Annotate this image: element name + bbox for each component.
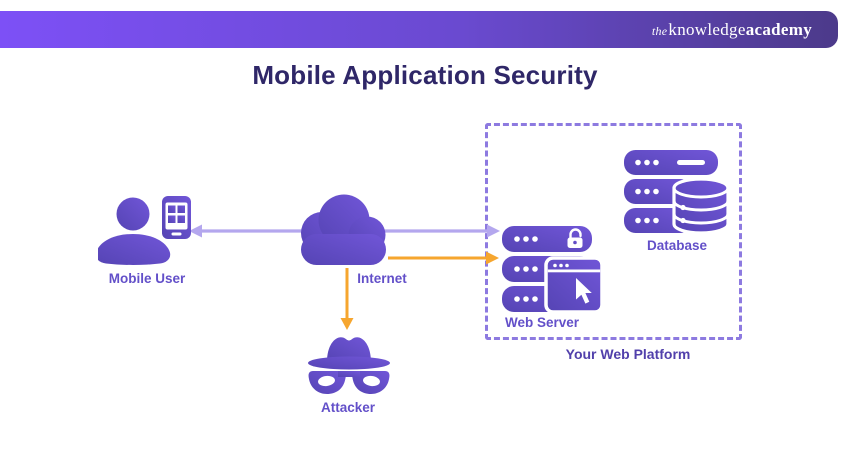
logo-knowledge-text: knowledge xyxy=(668,19,746,39)
database-label: Database xyxy=(646,238,708,253)
your-web-platform-label: Your Web Platform xyxy=(565,346,691,362)
database-cylinder-icon xyxy=(672,177,730,235)
internet-label: Internet xyxy=(357,271,407,286)
page-title: Mobile Application Security xyxy=(252,60,598,90)
spy-mask-icon xyxy=(308,371,390,394)
web-server-icon xyxy=(502,226,604,314)
web-server-label: Web Server xyxy=(504,315,580,330)
person-icon xyxy=(98,197,171,265)
arrow-internet-attacker-icon xyxy=(340,268,354,330)
logo-academy-text: academy xyxy=(745,19,812,39)
mobile-user-icon xyxy=(98,196,191,265)
attacker-label: Attacker xyxy=(320,400,376,415)
smartphone-icon xyxy=(162,196,191,239)
spy-hat-icon xyxy=(308,337,390,370)
header-bar: theknowledgeacademy xyxy=(0,11,838,48)
arrow-internet-webserver-icon xyxy=(388,251,499,265)
unlocked-padlock-icon xyxy=(567,228,583,248)
cursor-arrow-icon xyxy=(576,278,592,304)
internet-cloud-icon xyxy=(301,194,386,265)
database-icon xyxy=(624,150,730,235)
attacker-spy-icon xyxy=(308,337,390,394)
logo-the-text: the xyxy=(651,23,668,38)
browser-window-icon xyxy=(544,256,604,314)
brand-logo: theknowledgeacademy xyxy=(652,20,812,40)
mobile-user-label: Mobile User xyxy=(108,271,186,286)
